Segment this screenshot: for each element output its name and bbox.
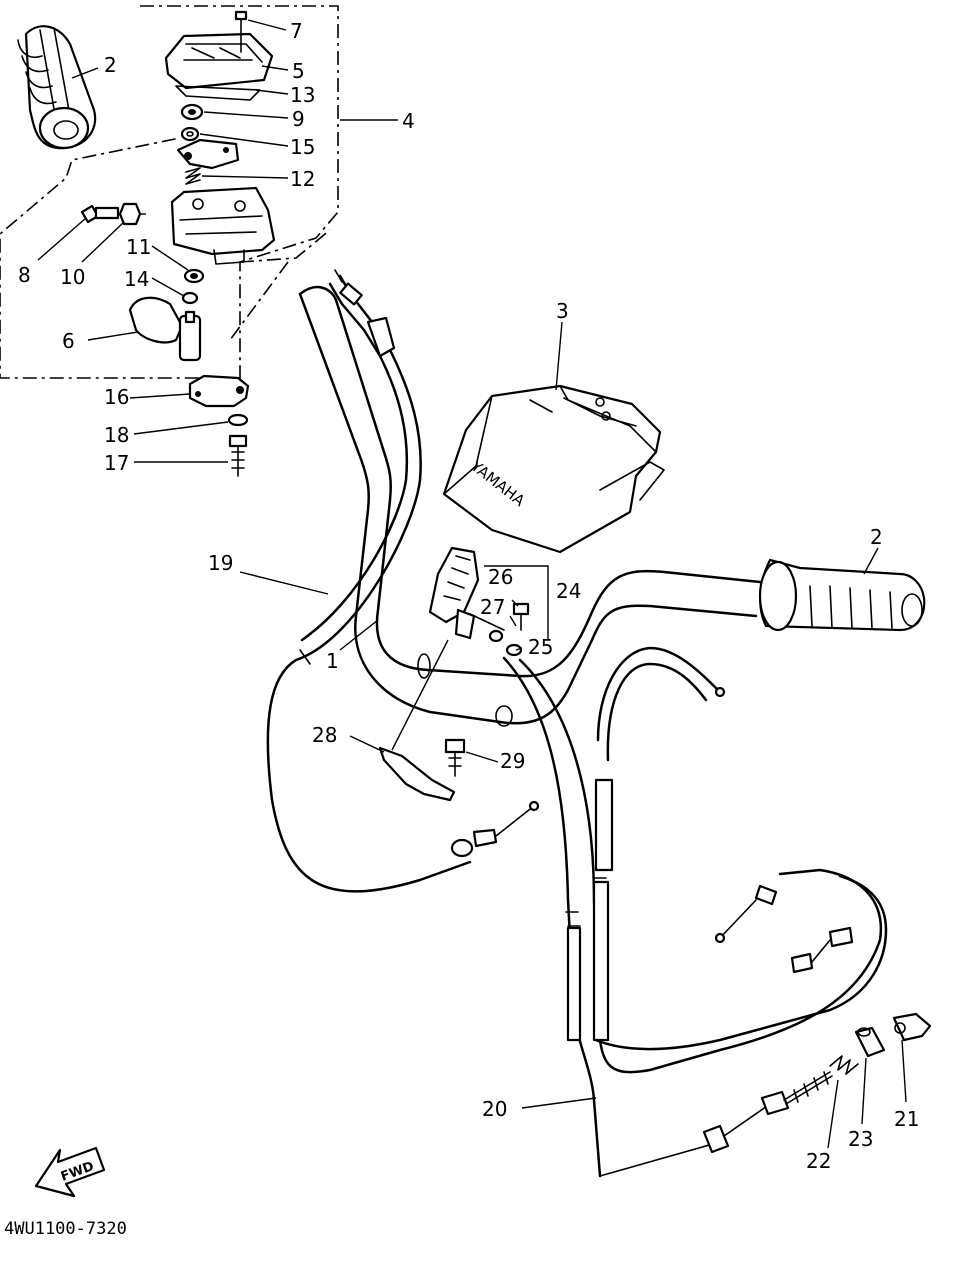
- label-part-16: 16: [104, 385, 129, 409]
- leader-lines: [37, 19, 907, 1149]
- brake-cable: [502, 646, 888, 1178]
- label-part-3: 3: [556, 299, 569, 323]
- brake-switch: [428, 546, 530, 657]
- label-part-1: 1: [326, 649, 339, 673]
- label-part-13: 13: [290, 83, 315, 107]
- label-part-27: 27: [480, 595, 505, 619]
- throttle-housing-screw: [234, 10, 248, 53]
- label-part-18: 18: [104, 423, 129, 447]
- handlebar: [298, 285, 762, 727]
- throttle-spring: [185, 167, 201, 185]
- stop-switch-parts: [181, 268, 205, 305]
- throttle-lever: [128, 296, 202, 362]
- label-part-9: 9: [292, 107, 305, 131]
- label-part-29: 29: [500, 749, 525, 773]
- headlight-cover: YAMAHA: [442, 384, 665, 554]
- label-part-14: 14: [124, 267, 149, 291]
- throttle-assembly-boundary: [0, 5, 339, 379]
- part-labels: 2 7 5 13 9 15 12 4 8 10 11 14 6 16 18 17…: [18, 19, 919, 1173]
- housing-bolt-and-nut: [80, 202, 142, 226]
- label-part-17: 17: [104, 451, 129, 475]
- right-grip: [758, 558, 926, 632]
- adjuster-spring: [829, 1055, 859, 1075]
- label-part-6: 6: [62, 329, 75, 353]
- label-part-15: 15: [290, 135, 315, 159]
- label-part-11: 11: [126, 235, 151, 259]
- label-part-19: 19: [208, 551, 233, 575]
- label-part-2-right: 2: [870, 525, 883, 549]
- label-part-24: 24: [556, 579, 581, 603]
- clamp-bolt: [228, 434, 248, 477]
- label-part-10: 10: [60, 265, 85, 289]
- label-part-2-left: 2: [104, 53, 117, 77]
- label-part-12: 12: [290, 167, 315, 191]
- fwd-arrow: FWD: [34, 1146, 106, 1198]
- cable-holder-bolt: [444, 738, 466, 777]
- throttle-cable: [266, 269, 540, 893]
- label-part-28: 28: [312, 723, 337, 747]
- adjuster-sleeve: [854, 1026, 886, 1058]
- label-part-26: 26: [488, 565, 513, 589]
- throttle-housing-body: [170, 186, 276, 265]
- label-part-7: 7: [290, 19, 303, 43]
- label-part-21: 21: [894, 1107, 919, 1131]
- label-part-8: 8: [18, 263, 31, 287]
- housing-clamp: [188, 374, 250, 408]
- left-grip: [17, 25, 97, 150]
- cable-adjuster-bolt: [702, 1071, 833, 1154]
- cable-holder: [378, 639, 456, 802]
- label-part-20: 20: [482, 1097, 507, 1121]
- throttle-housing-cover: [164, 32, 274, 101]
- label-part-25: 25: [528, 635, 553, 659]
- throttle-lever-plate: [176, 138, 240, 170]
- clamp-washer: [227, 413, 249, 427]
- label-part-4: 4: [402, 109, 415, 133]
- label-part-23: 23: [848, 1127, 873, 1151]
- adjuster-knob: [892, 1012, 932, 1042]
- label-part-22: 22: [806, 1149, 831, 1173]
- label-part-5: 5: [292, 59, 305, 83]
- diagram-code: 4WU1100-7320: [4, 1219, 127, 1239]
- throttle-housing-washers: [180, 103, 204, 142]
